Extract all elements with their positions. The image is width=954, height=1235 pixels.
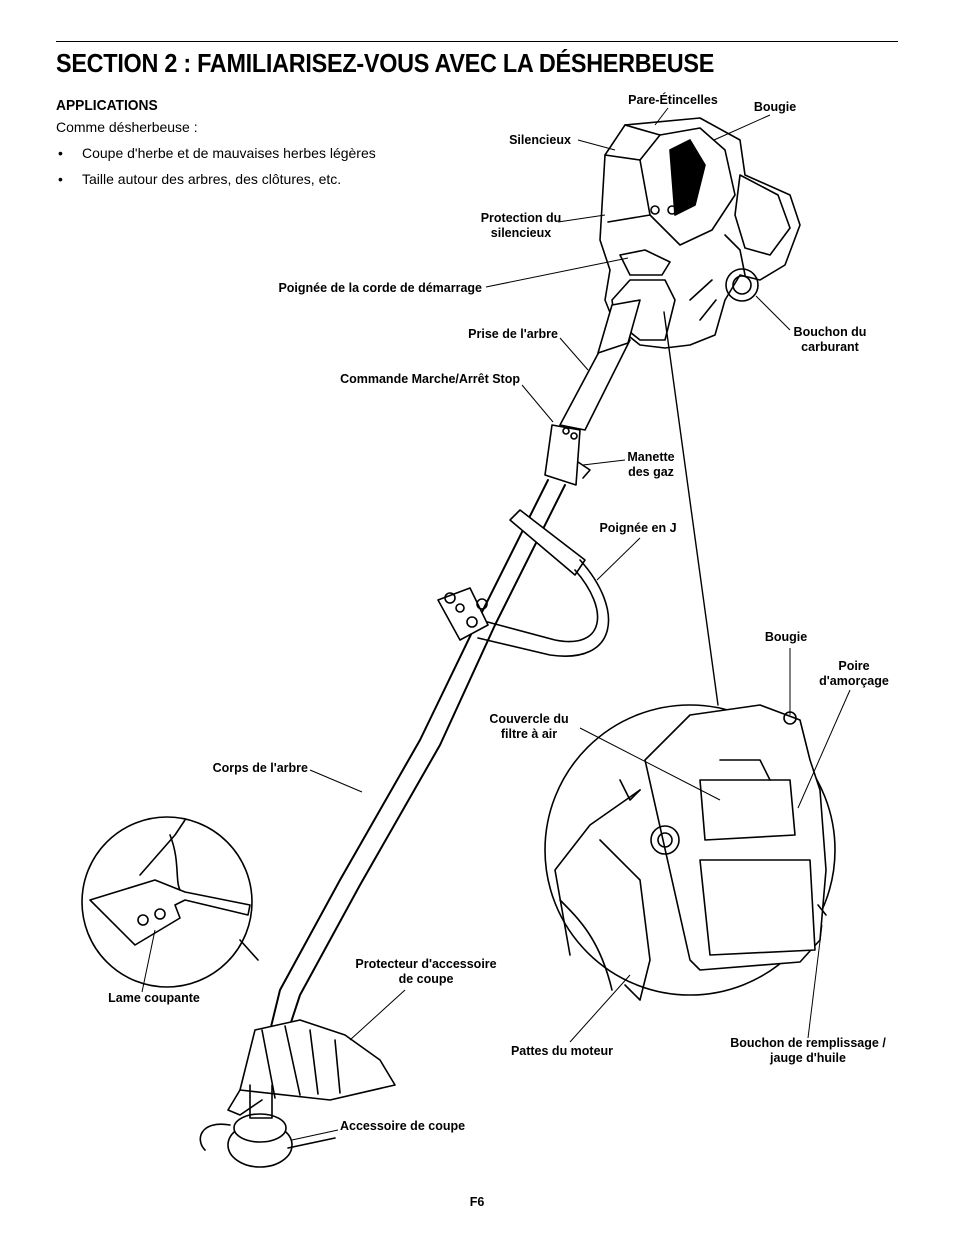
- label-line: Manette: [627, 450, 675, 464]
- engine-detail: [554, 704, 827, 1001]
- label-accessoire-coupe: Accessoire de coupe: [340, 1119, 466, 1133]
- label-line: Bouchon de remplissage /: [730, 1036, 886, 1050]
- blade-detail: [89, 819, 259, 961]
- label-line: Bouchon du: [793, 325, 867, 339]
- label-bougie-detail: Bougie: [764, 630, 808, 644]
- cutting-head: [199, 1019, 396, 1168]
- list-item: Coupe d'herbe et de mauvaises herbes lég…: [56, 145, 376, 171]
- label-line: Couvercle du: [489, 712, 569, 726]
- page-number: F6: [469, 1195, 485, 1209]
- label-protecteur-accessoire: Protecteur d'accessoire de coupe: [334, 957, 518, 987]
- label-line: silencieux: [490, 226, 552, 240]
- applications-list: Coupe d'herbe et de mauvaises herbes lég…: [56, 145, 376, 197]
- label-line: Protection du: [480, 211, 562, 225]
- label-bougie-top: Bougie: [753, 100, 797, 114]
- section-title: SECTION 2 : FAMILIARISEZ-VOUS AVEC LA DÉ…: [56, 48, 715, 78]
- label-poignee-j: Poignée en J: [599, 521, 677, 535]
- applications-intro: Comme désherbeuse :: [56, 119, 198, 135]
- label-lame-coupante: Lame coupante: [108, 991, 200, 1005]
- label-protection-silencieux: Protection du silencieux: [466, 211, 576, 241]
- label-poire-amorcage: Poire d'amorçage: [808, 659, 900, 689]
- label-commande-marche: Commande Marche/Arrêt Stop: [340, 372, 520, 386]
- label-line: de coupe: [398, 972, 454, 986]
- label-bouchon-huile: Bouchon de remplissage / jauge d'huile: [714, 1036, 902, 1066]
- label-pattes-moteur: Pattes du moteur: [510, 1044, 614, 1058]
- label-poignee-corde: Poignée de la corde de démarrage: [278, 281, 482, 295]
- leader-lines: [141, 107, 851, 1141]
- label-line: carburant: [801, 340, 859, 354]
- label-line: d'amorçage: [819, 674, 889, 688]
- label-line: Protecteur d'accessoire: [355, 957, 497, 971]
- label-line: jauge d'huile: [770, 1051, 846, 1065]
- label-prise-arbre: Prise de l'arbre: [468, 327, 558, 341]
- engine-illustration: [599, 117, 801, 349]
- label-couvercle-filtre: Couvercle du filtre à air: [474, 712, 584, 742]
- header-rule: [56, 41, 898, 42]
- label-pare-etincelles: Pare-Étincelles: [628, 93, 718, 107]
- label-bouchon-carburant: Bouchon du carburant: [780, 325, 880, 355]
- label-manette-gaz: Manette des gaz: [618, 450, 684, 480]
- label-line: filtre à air: [500, 727, 558, 741]
- label-line: des gaz: [628, 465, 674, 479]
- list-item: Taille autour des arbres, des clôtures, …: [56, 171, 376, 197]
- j-handle: [437, 509, 610, 657]
- applications-heading: APPLICATIONS: [56, 97, 158, 114]
- throttle-handle: [544, 424, 591, 486]
- label-silencieux: Silencieux: [509, 133, 571, 147]
- label-line: Poire: [838, 659, 870, 673]
- label-corps-arbre: Corps de l'arbre: [212, 761, 308, 775]
